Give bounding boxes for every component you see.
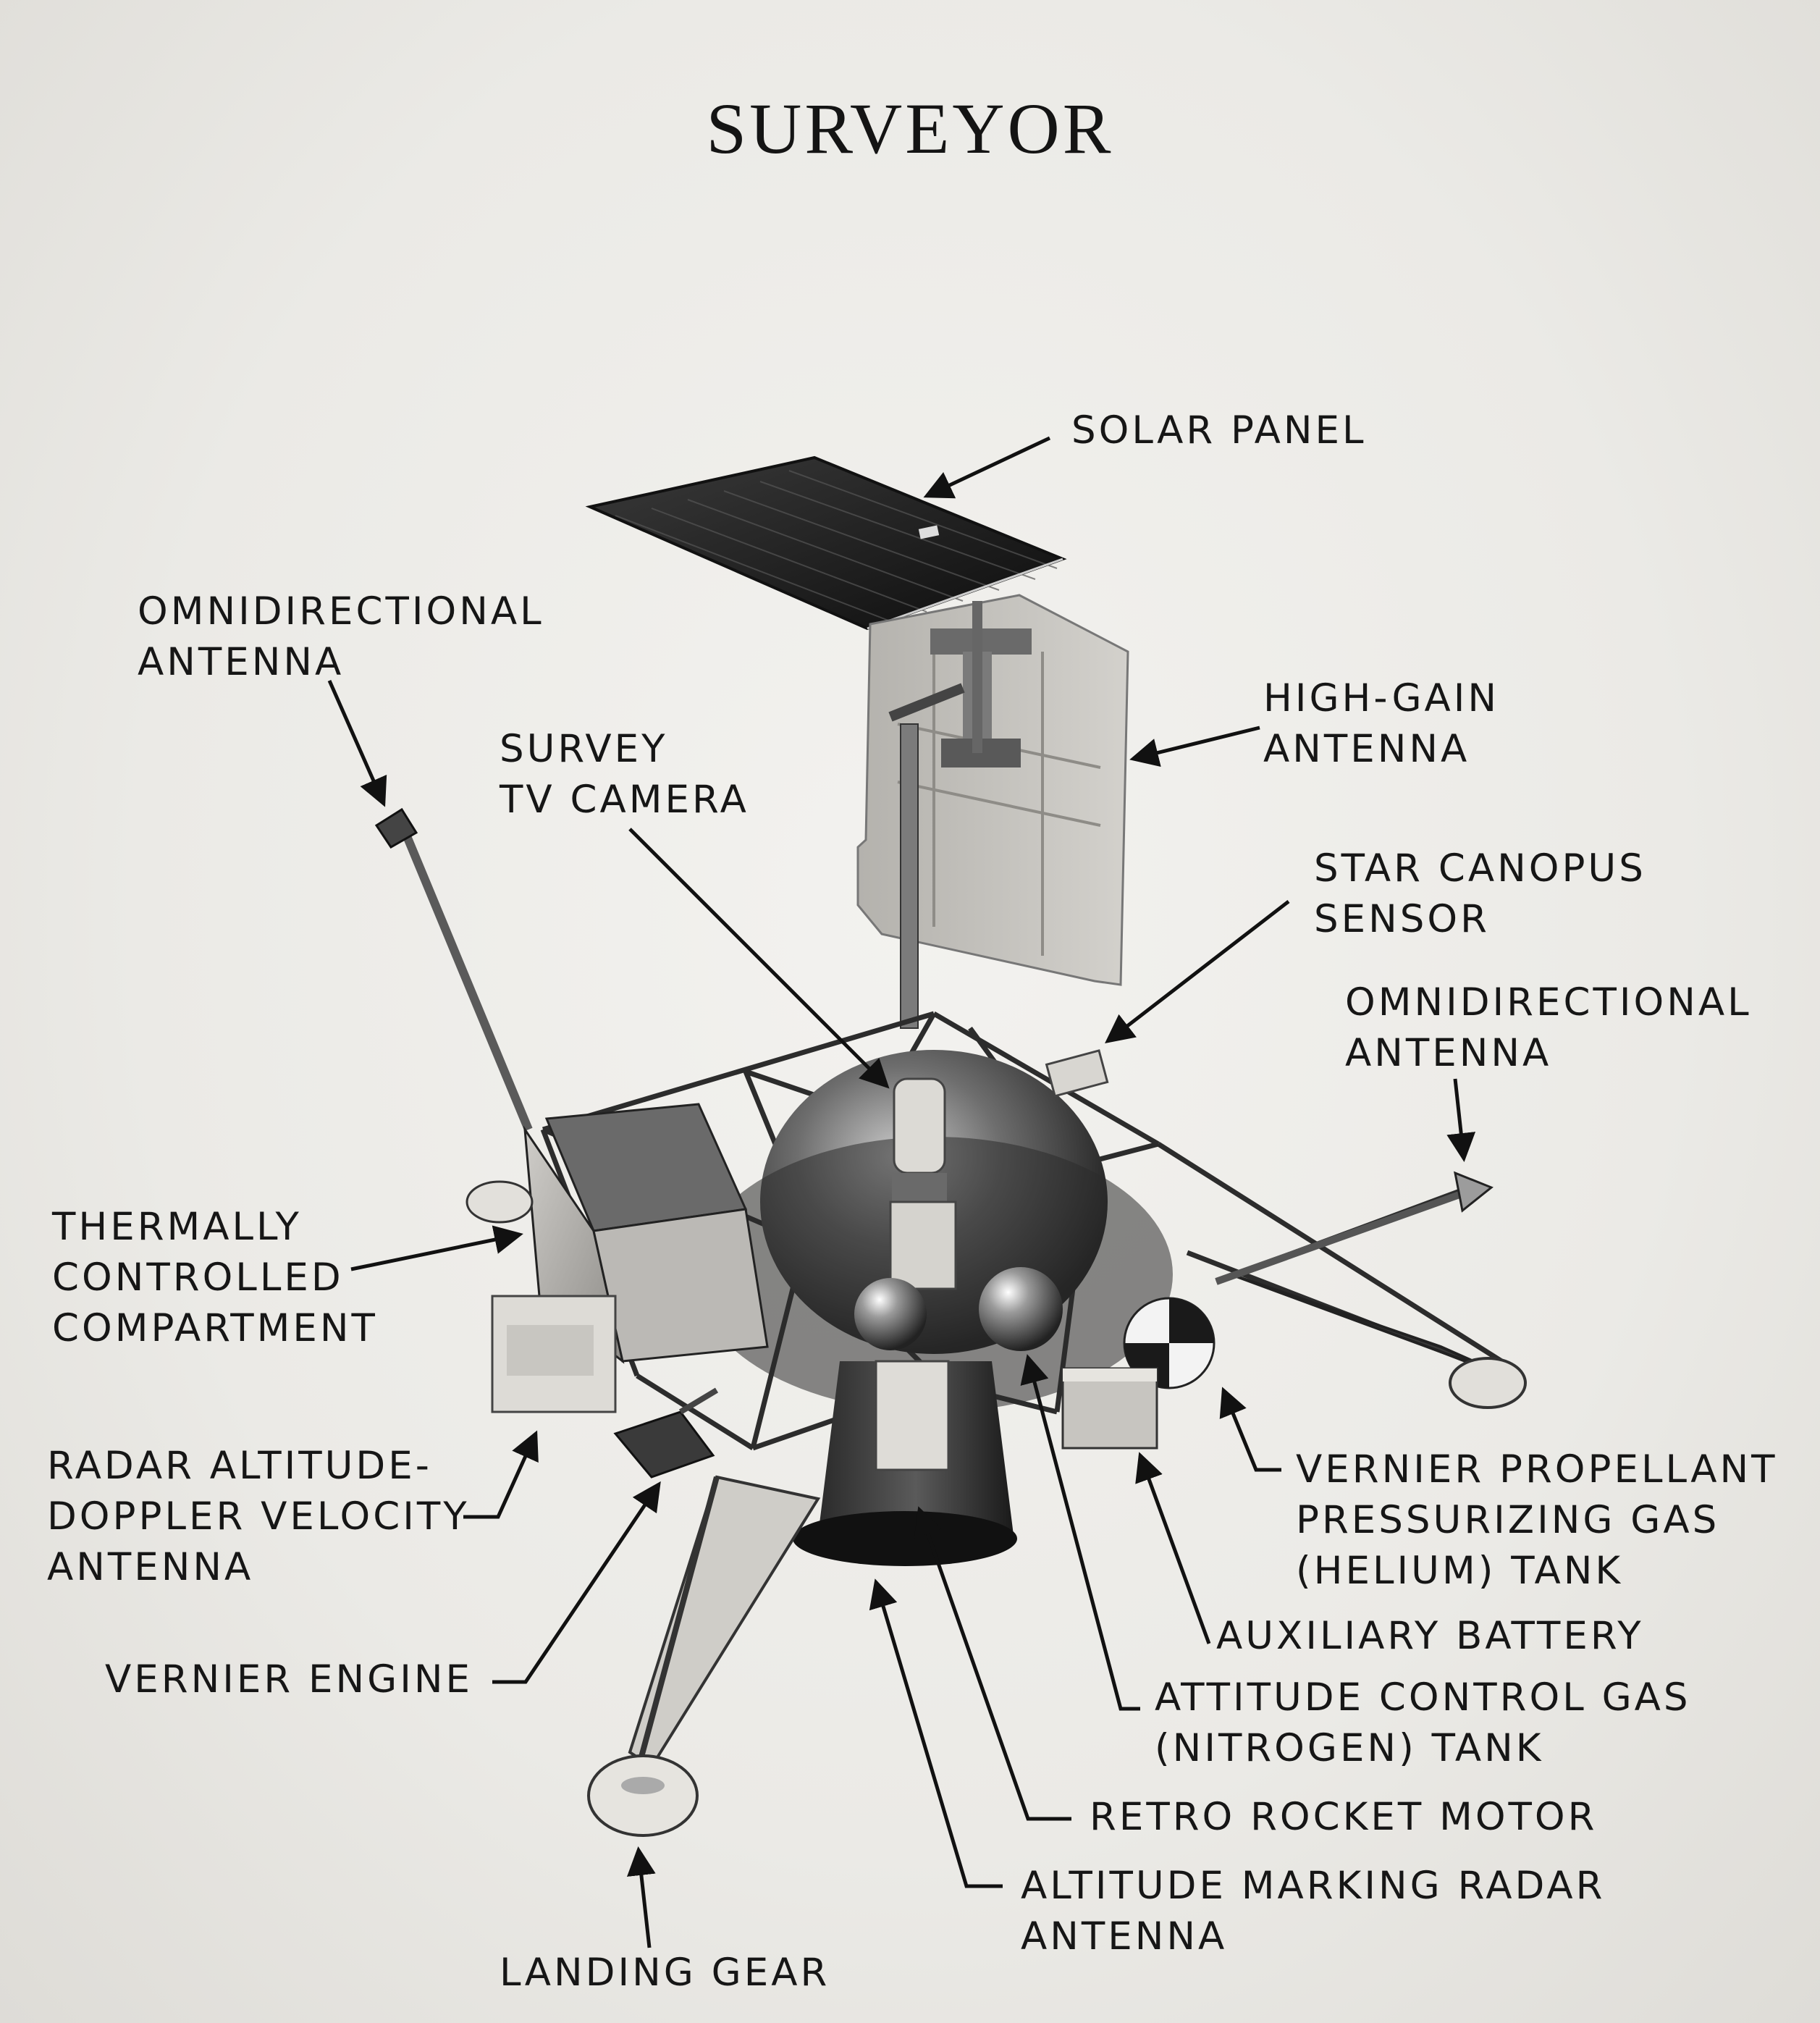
label-line: ANTENNA: [1345, 1031, 1552, 1075]
auxiliary-battery-graphic: [1061, 1367, 1158, 1450]
label-line: ANTENNA: [1263, 727, 1470, 771]
label-line: AUXILIARY BATTERY: [1216, 1614, 1644, 1658]
label-attitude-control-gas-tank: ATTITUDE CONTROL GAS (NITROGEN) TANK: [1155, 1673, 1691, 1774]
label-line: VERNIER ENGINE: [105, 1657, 473, 1702]
radar-doppler-antenna-graphic: [491, 1295, 617, 1413]
vernier-engine-graphic: [613, 1387, 719, 1479]
label-line: LANDING GEAR: [500, 1951, 830, 1995]
label-line: RETRO ROCKET MOTOR: [1090, 1795, 1598, 1839]
leader-retro: [914, 1506, 1071, 1821]
diagram-title: SURVEYOR: [706, 88, 1114, 169]
label-line: SOLAR PANEL: [1071, 408, 1367, 453]
leader-tv-camera: [628, 828, 890, 1089]
leader-omni-right: [1446, 1078, 1476, 1162]
leader-radar-doppler: [463, 1430, 539, 1519]
label-line: TV CAMERA: [500, 778, 749, 822]
label-survey-tv-camera: SURVEY TV CAMERA: [500, 724, 749, 825]
label-solar-panel: SOLAR PANEL: [1071, 405, 1367, 456]
label-line: STAR CANOPUS: [1314, 846, 1646, 891]
label-vernier-engine: VERNIER ENGINE: [105, 1654, 473, 1705]
label-line: CONTROLLED: [52, 1256, 344, 1300]
leader-solar-panel: [923, 436, 1051, 499]
label-line: ANTENNA: [138, 640, 345, 684]
leader-altitude-radar: [869, 1578, 1003, 1888]
label-line: COMPARTMENT: [52, 1306, 378, 1350]
tv-camera-graphic: [889, 1077, 957, 1290]
label-line: (HELIUM) TANK: [1296, 1549, 1624, 1593]
label-high-gain-antenna: HIGH-GAIN ANTENNA: [1263, 673, 1499, 775]
label-line: SENSOR: [1314, 897, 1490, 941]
high-gain-antenna-graphic: [856, 594, 1129, 986]
omni-antenna-left-graphic: [374, 807, 533, 1132]
label-vernier-propellant-tank: VERNIER PROPELLANT PRESSURIZING GAS (HEL…: [1296, 1444, 1778, 1597]
label-line: ALTITUDE MARKING RADAR: [1021, 1864, 1606, 1908]
canopus-sensor-graphic: [1045, 1049, 1109, 1098]
landing-gear-graphic: [587, 1475, 821, 1837]
label-auxiliary-battery: AUXILIARY BATTERY: [1216, 1611, 1644, 1662]
label-line: ATTITUDE CONTROL GAS: [1155, 1675, 1691, 1720]
nitrogen-tanks-graphic: [854, 1267, 1063, 1351]
leader-thermal: [350, 1225, 523, 1271]
label-line: ANTENNA: [1021, 1914, 1228, 1959]
leader-lines: [327, 436, 1476, 1948]
label-line: OMNIDIRECTIONAL: [138, 589, 544, 634]
leader-high-gain: [1129, 725, 1260, 767]
leader-canopus: [1105, 900, 1290, 1044]
label-line: HIGH-GAIN: [1263, 676, 1500, 720]
label-line: VERNIER PROPELLANT: [1296, 1447, 1778, 1492]
label-line: PRESSURIZING GAS: [1296, 1498, 1720, 1542]
label-line: ANTENNA: [47, 1545, 254, 1589]
solar-panel-graphic: [585, 455, 1067, 631]
label-altitude-marking-radar-antenna: ALTITUDE MARKING RADAR ANTENNA: [1021, 1861, 1605, 1962]
leader-battery: [1135, 1452, 1211, 1644]
leader-landing-gear: [626, 1846, 656, 1948]
label-retro-rocket-motor: RETRO ROCKET MOTOR: [1090, 1792, 1597, 1843]
label-radar-altitude-doppler-antenna: RADAR ALTITUDE- DOPPLER VELOCITY ANTENNA: [47, 1441, 470, 1593]
label-omnidirectional-antenna-right: OMNIDIRECTIONAL ANTENNA: [1345, 977, 1752, 1079]
label-omnidirectional-antenna-left: OMNIDIRECTIONAL ANTENNA: [138, 586, 544, 688]
label-line: DOPPLER VELOCITY: [47, 1494, 470, 1539]
label-line: OMNIDIRECTIONAL: [1345, 980, 1752, 1025]
leader-nitrogen: [1020, 1354, 1140, 1711]
vernier-housing-graphic: [875, 1360, 950, 1471]
label-line: RADAR ALTITUDE-: [47, 1444, 432, 1488]
label-line: SURVEY: [500, 727, 668, 771]
label-line: THERMALLY: [52, 1205, 302, 1249]
label-line: (NITROGEN) TANK: [1155, 1726, 1544, 1770]
mast-graphic: [888, 601, 982, 1029]
label-star-canopus-sensor: STAR CANOPUS SENSOR: [1314, 844, 1646, 945]
label-landing-gear: LANDING GEAR: [500, 1948, 830, 1998]
landing-leg-right-graphic: [1230, 1273, 1527, 1409]
leader-helium: [1219, 1387, 1281, 1472]
label-thermally-controlled-compartment: THERMALLY CONTROLLED COMPARTMENT: [52, 1202, 378, 1354]
leader-omni-left: [327, 679, 387, 807]
leader-vernier-engine: [492, 1481, 661, 1684]
omni-antenna-right-graphic: [1215, 1171, 1494, 1285]
